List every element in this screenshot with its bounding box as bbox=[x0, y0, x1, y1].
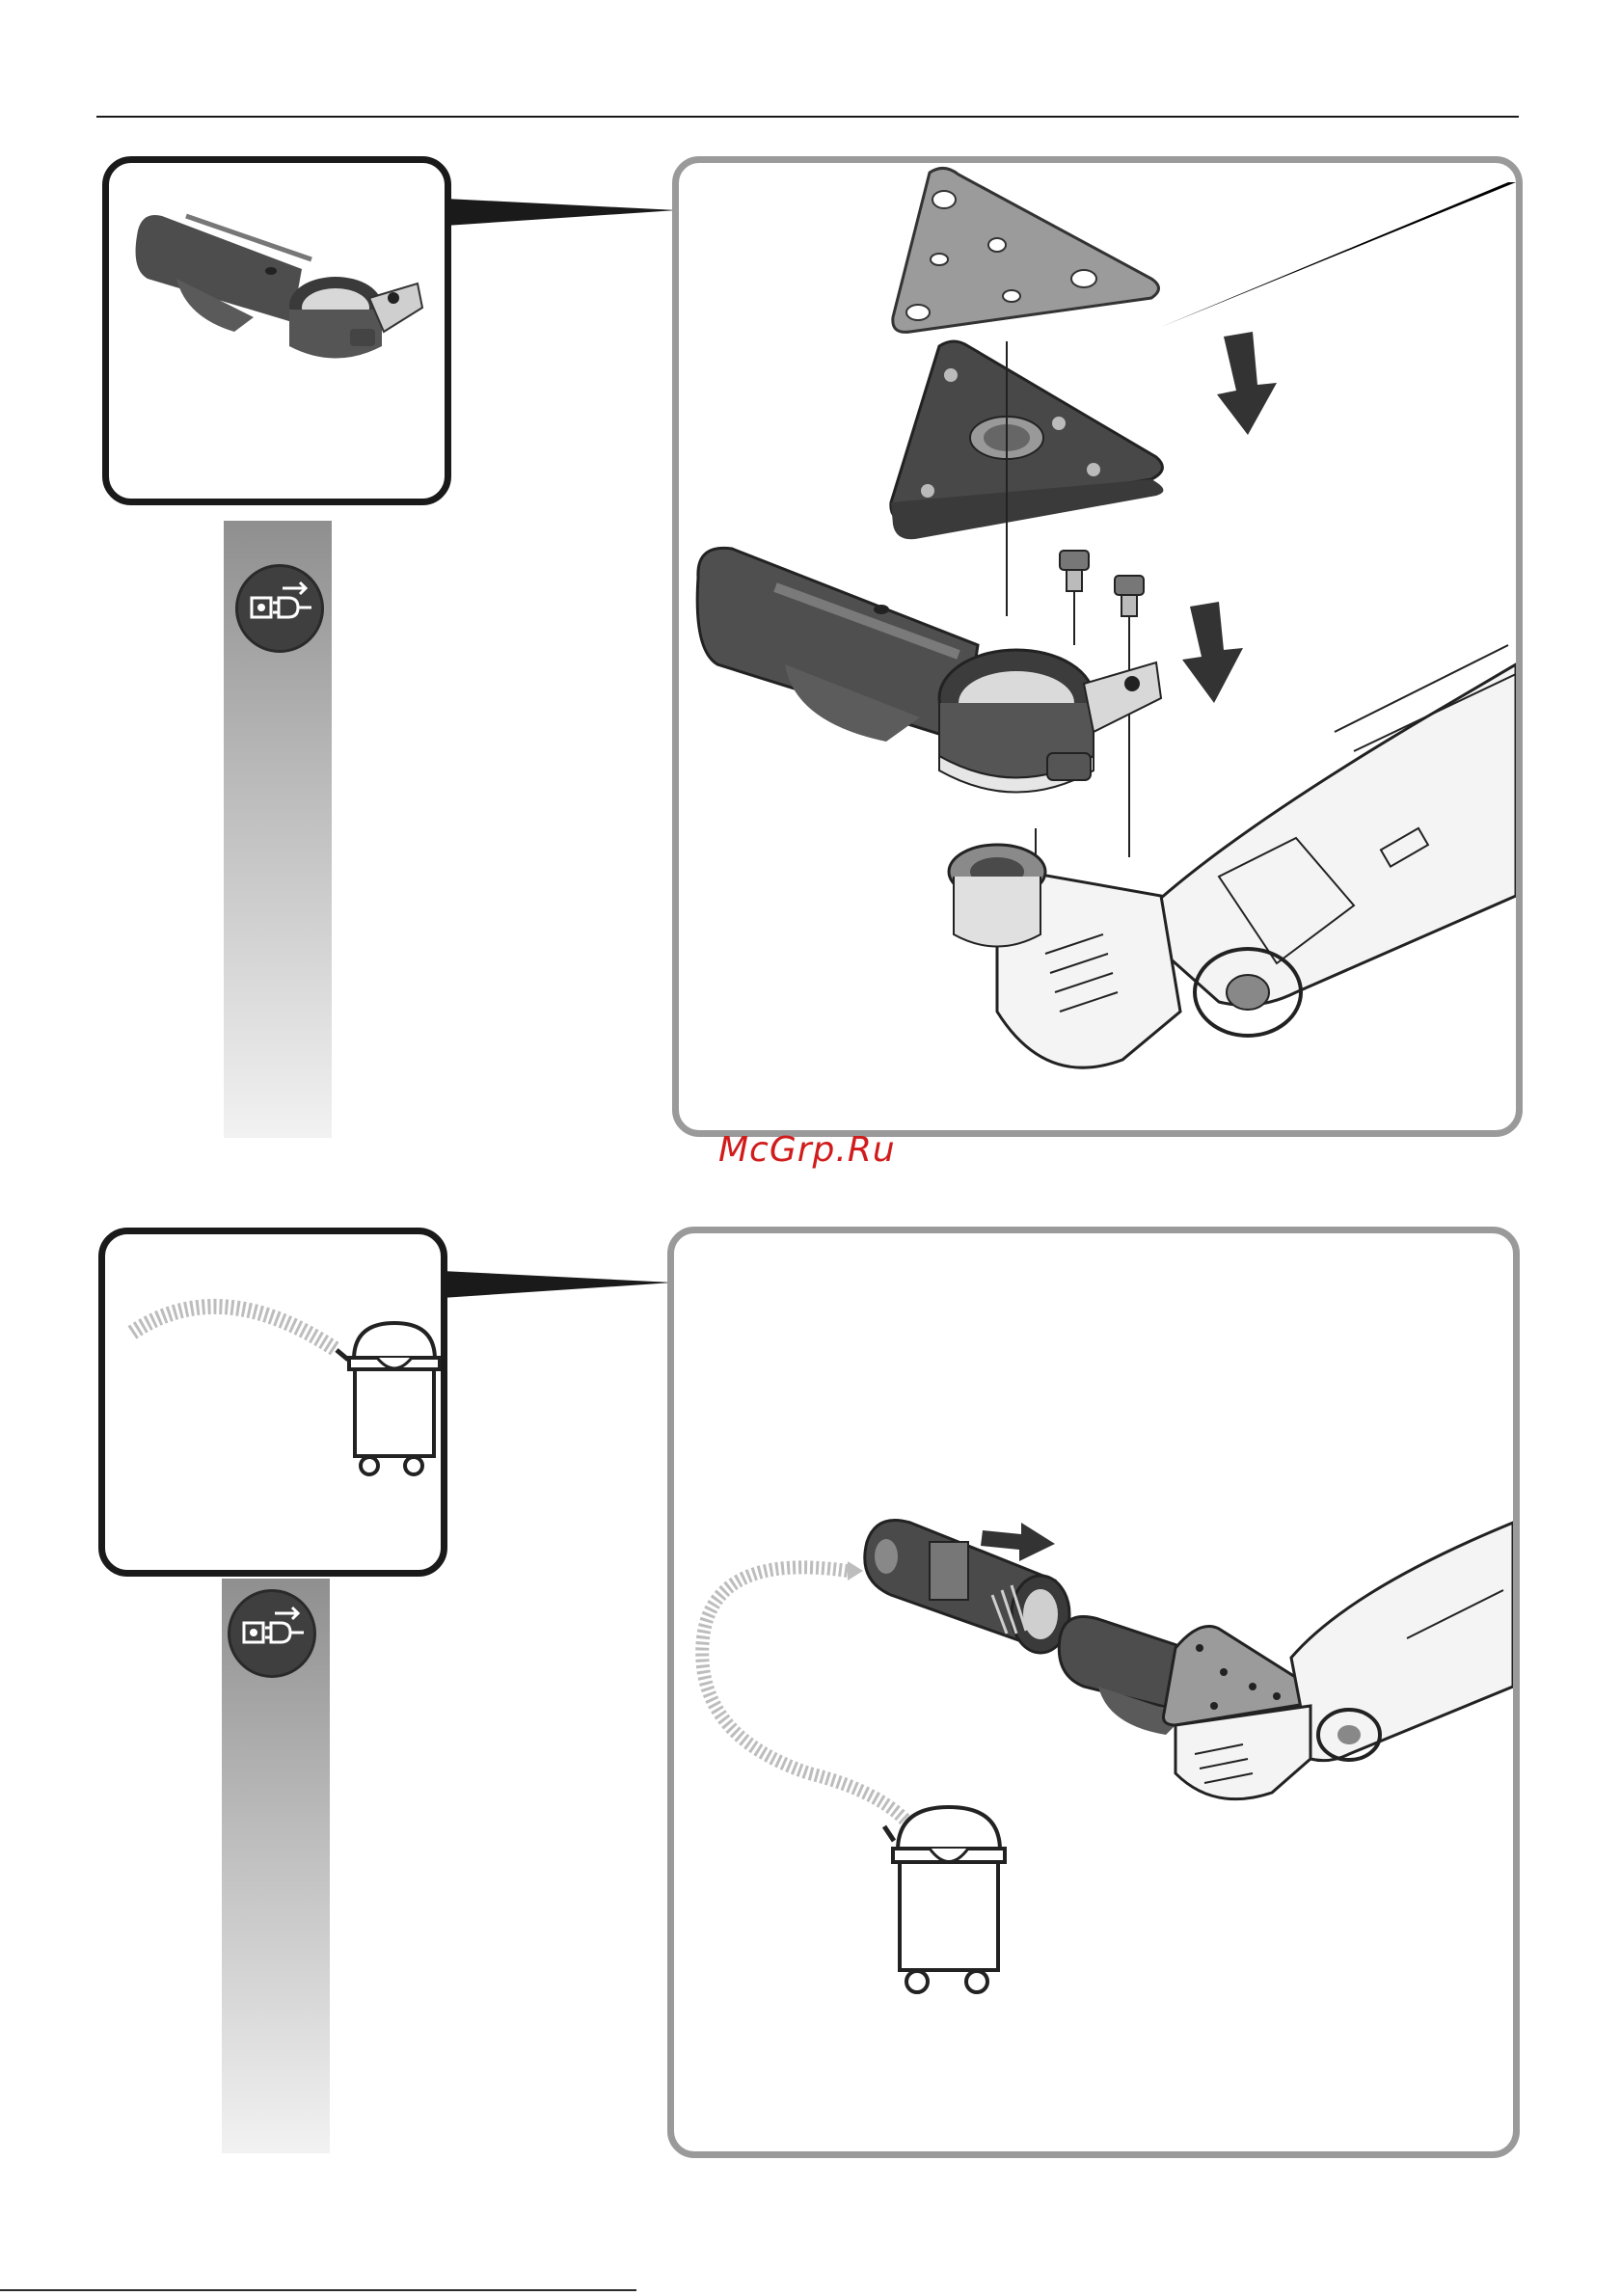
thumbnail-pointer-1 bbox=[446, 193, 677, 231]
vacuum-thumbnail bbox=[105, 1234, 441, 1570]
dust-adapter-thumbnail bbox=[109, 163, 445, 499]
illustration-panel-2 bbox=[667, 1227, 1520, 2158]
thumbnail-adapter-box bbox=[102, 156, 451, 505]
top-rule bbox=[96, 116, 1519, 118]
thumbnail-pointer-2 bbox=[442, 1265, 673, 1304]
down-arrow-icon bbox=[1217, 332, 1277, 435]
down-arrow-icon bbox=[1182, 602, 1243, 703]
thumbnail-vacuum-box bbox=[98, 1228, 447, 1577]
watermark-text: McGrp.Ru bbox=[718, 1126, 931, 1175]
mount-adapter-illustration bbox=[679, 163, 1516, 1130]
footer-rule bbox=[0, 2289, 636, 2291]
unplug-power-icon bbox=[228, 1589, 316, 1678]
illustration-panel-1 bbox=[672, 156, 1523, 1137]
connect-vacuum-illustration bbox=[674, 1233, 1513, 2151]
unplug-power-icon bbox=[235, 564, 324, 653]
